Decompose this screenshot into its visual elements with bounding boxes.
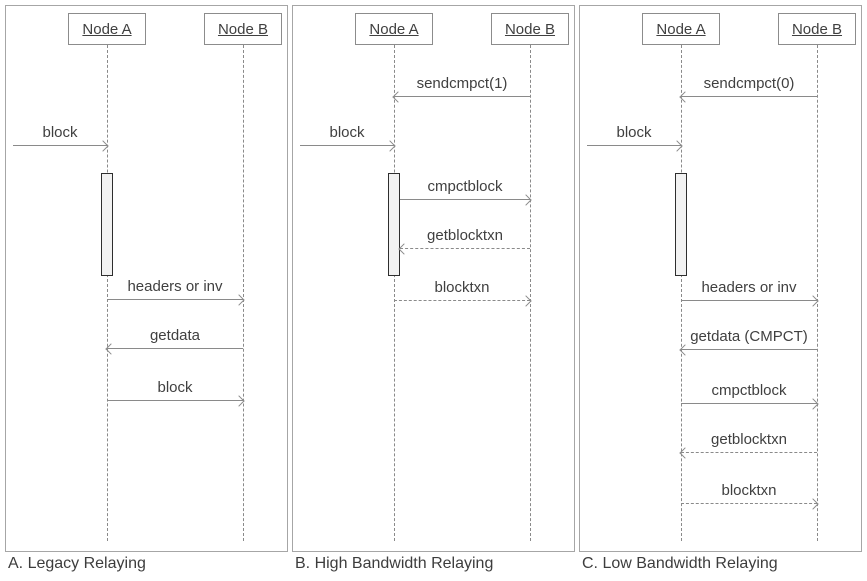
message-label: getdata (149, 327, 201, 344)
node-a-box: Node A (355, 13, 433, 45)
panel-high-bandwidth-relaying: Node A Node B sendcmpct(1) block cmpctbl… (292, 5, 575, 552)
node-a-label: Node A (369, 20, 419, 38)
message-label: getblocktxn (711, 431, 787, 448)
message-label: cmpctblock (427, 178, 503, 195)
node-b-box: Node B (204, 13, 282, 45)
message-line (400, 248, 530, 249)
message-label: getdata (CMPCT) (690, 328, 808, 345)
node-b-label: Node B (791, 20, 843, 38)
message-label: blocktxn (721, 482, 777, 499)
activation-bar-node-a (675, 173, 687, 276)
message-getblocktxn: getblocktxn (398, 227, 530, 255)
node-b-label: Node B (504, 20, 556, 38)
message-blocktxn: blocktxn (394, 279, 532, 307)
message-line (394, 300, 530, 301)
caption-low-bandwidth-relaying: C. Low Bandwidth Relaying (582, 555, 778, 572)
message-headers-or-inv: headers or inv (681, 279, 819, 307)
message-label: blocktxn (434, 279, 490, 296)
message-sendcmpct-0: sendcmpct(0) (679, 75, 817, 103)
node-a-box: Node A (642, 13, 720, 45)
message-line (681, 96, 817, 97)
message-label: block (157, 379, 193, 396)
message-label: block (616, 124, 652, 141)
message-line (300, 145, 394, 146)
message-line (107, 299, 243, 300)
message-block-incoming: block (587, 124, 683, 152)
message-label: sendcmpct(0) (703, 75, 795, 92)
lifeline-node-a (394, 45, 395, 541)
message-line (400, 199, 530, 200)
lifeline-node-b (243, 45, 244, 541)
activation-bar-node-a (388, 173, 400, 276)
message-line (681, 503, 817, 504)
panel-low-bandwidth-relaying: Node A Node B sendcmpct(0) block headers… (579, 5, 862, 552)
lifeline-node-a (107, 45, 108, 541)
message-line (587, 145, 681, 146)
activation-bar-node-a (101, 173, 113, 276)
message-blocktxn: blocktxn (681, 482, 819, 510)
message-line (681, 403, 817, 404)
lifeline-node-b (817, 45, 818, 541)
message-sendcmpct-1: sendcmpct(1) (392, 75, 530, 103)
node-a-label: Node A (82, 20, 132, 38)
node-a-box: Node A (68, 13, 146, 45)
message-label: sendcmpct(1) (416, 75, 508, 92)
message-line (107, 348, 243, 349)
message-block-relay: block (107, 379, 245, 407)
message-block-incoming: block (13, 124, 109, 152)
node-b-label: Node B (217, 20, 269, 38)
message-line (681, 452, 817, 453)
message-getdata: getdata (105, 327, 243, 355)
arrowhead-left-icon (398, 243, 410, 255)
caption-legacy-relaying: A. Legacy Relaying (8, 555, 146, 572)
message-label: cmpctblock (711, 382, 787, 399)
message-label: headers or inv (701, 279, 797, 296)
message-line (681, 349, 817, 350)
lifeline-node-b (530, 45, 531, 541)
message-getblocktxn: getblocktxn (679, 431, 817, 459)
node-b-box: Node B (778, 13, 856, 45)
message-label: block (329, 124, 365, 141)
message-line (681, 300, 817, 301)
message-line (394, 96, 530, 97)
message-cmpctblock: cmpctblock (400, 178, 532, 206)
message-cmpctblock: cmpctblock (681, 382, 819, 410)
message-label: getblocktxn (427, 227, 503, 244)
message-block-incoming: block (300, 124, 396, 152)
lifeline-node-a (681, 45, 682, 541)
message-headers-or-inv: headers or inv (107, 278, 245, 306)
message-line (107, 400, 243, 401)
node-b-box: Node B (491, 13, 569, 45)
panel-legacy-relaying: Node A Node B block headers or inv getda… (5, 5, 288, 552)
message-line (13, 145, 107, 146)
message-getdata-cmpct: getdata (CMPCT) (679, 328, 817, 356)
node-a-label: Node A (656, 20, 706, 38)
message-label: block (42, 124, 78, 141)
caption-high-bandwidth-relaying: B. High Bandwidth Relaying (295, 555, 494, 572)
message-label: headers or inv (127, 278, 223, 295)
